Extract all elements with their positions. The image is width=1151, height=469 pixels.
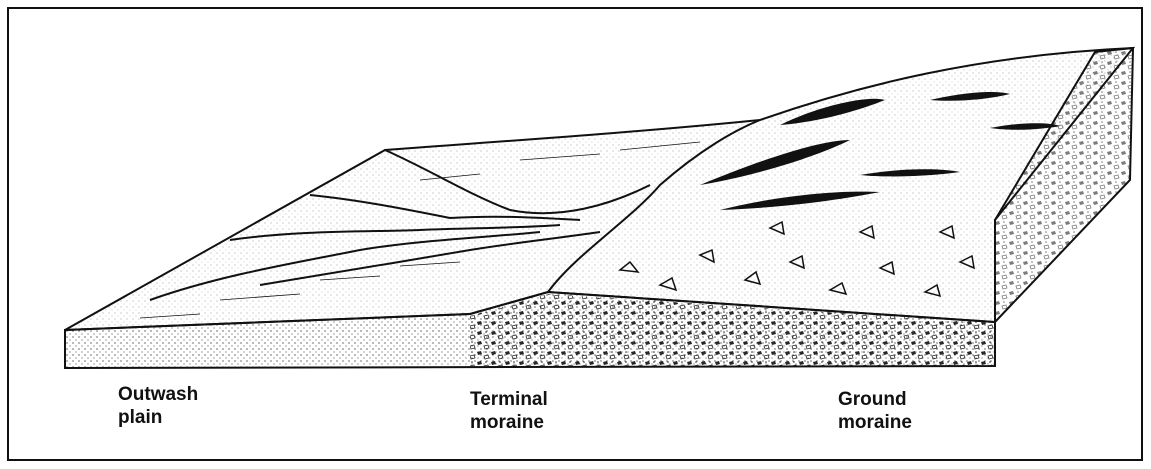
ground-moraine-label-line1: Ground xyxy=(838,388,912,411)
ground-moraine-label-line2: moraine xyxy=(838,411,912,434)
terminal-moraine-label-line1: Terminal xyxy=(470,388,548,411)
outwash-plain-label-line2: plain xyxy=(118,406,198,429)
ground-moraine-label: Ground moraine xyxy=(838,388,912,434)
outwash-plain-label-line1: Outwash xyxy=(118,383,198,406)
outwash-plain-label: Outwash plain xyxy=(118,383,198,429)
terminal-moraine-label-line2: moraine xyxy=(470,411,548,434)
block-top-surface xyxy=(65,48,1133,330)
terminal-moraine-label: Terminal moraine xyxy=(470,388,548,434)
